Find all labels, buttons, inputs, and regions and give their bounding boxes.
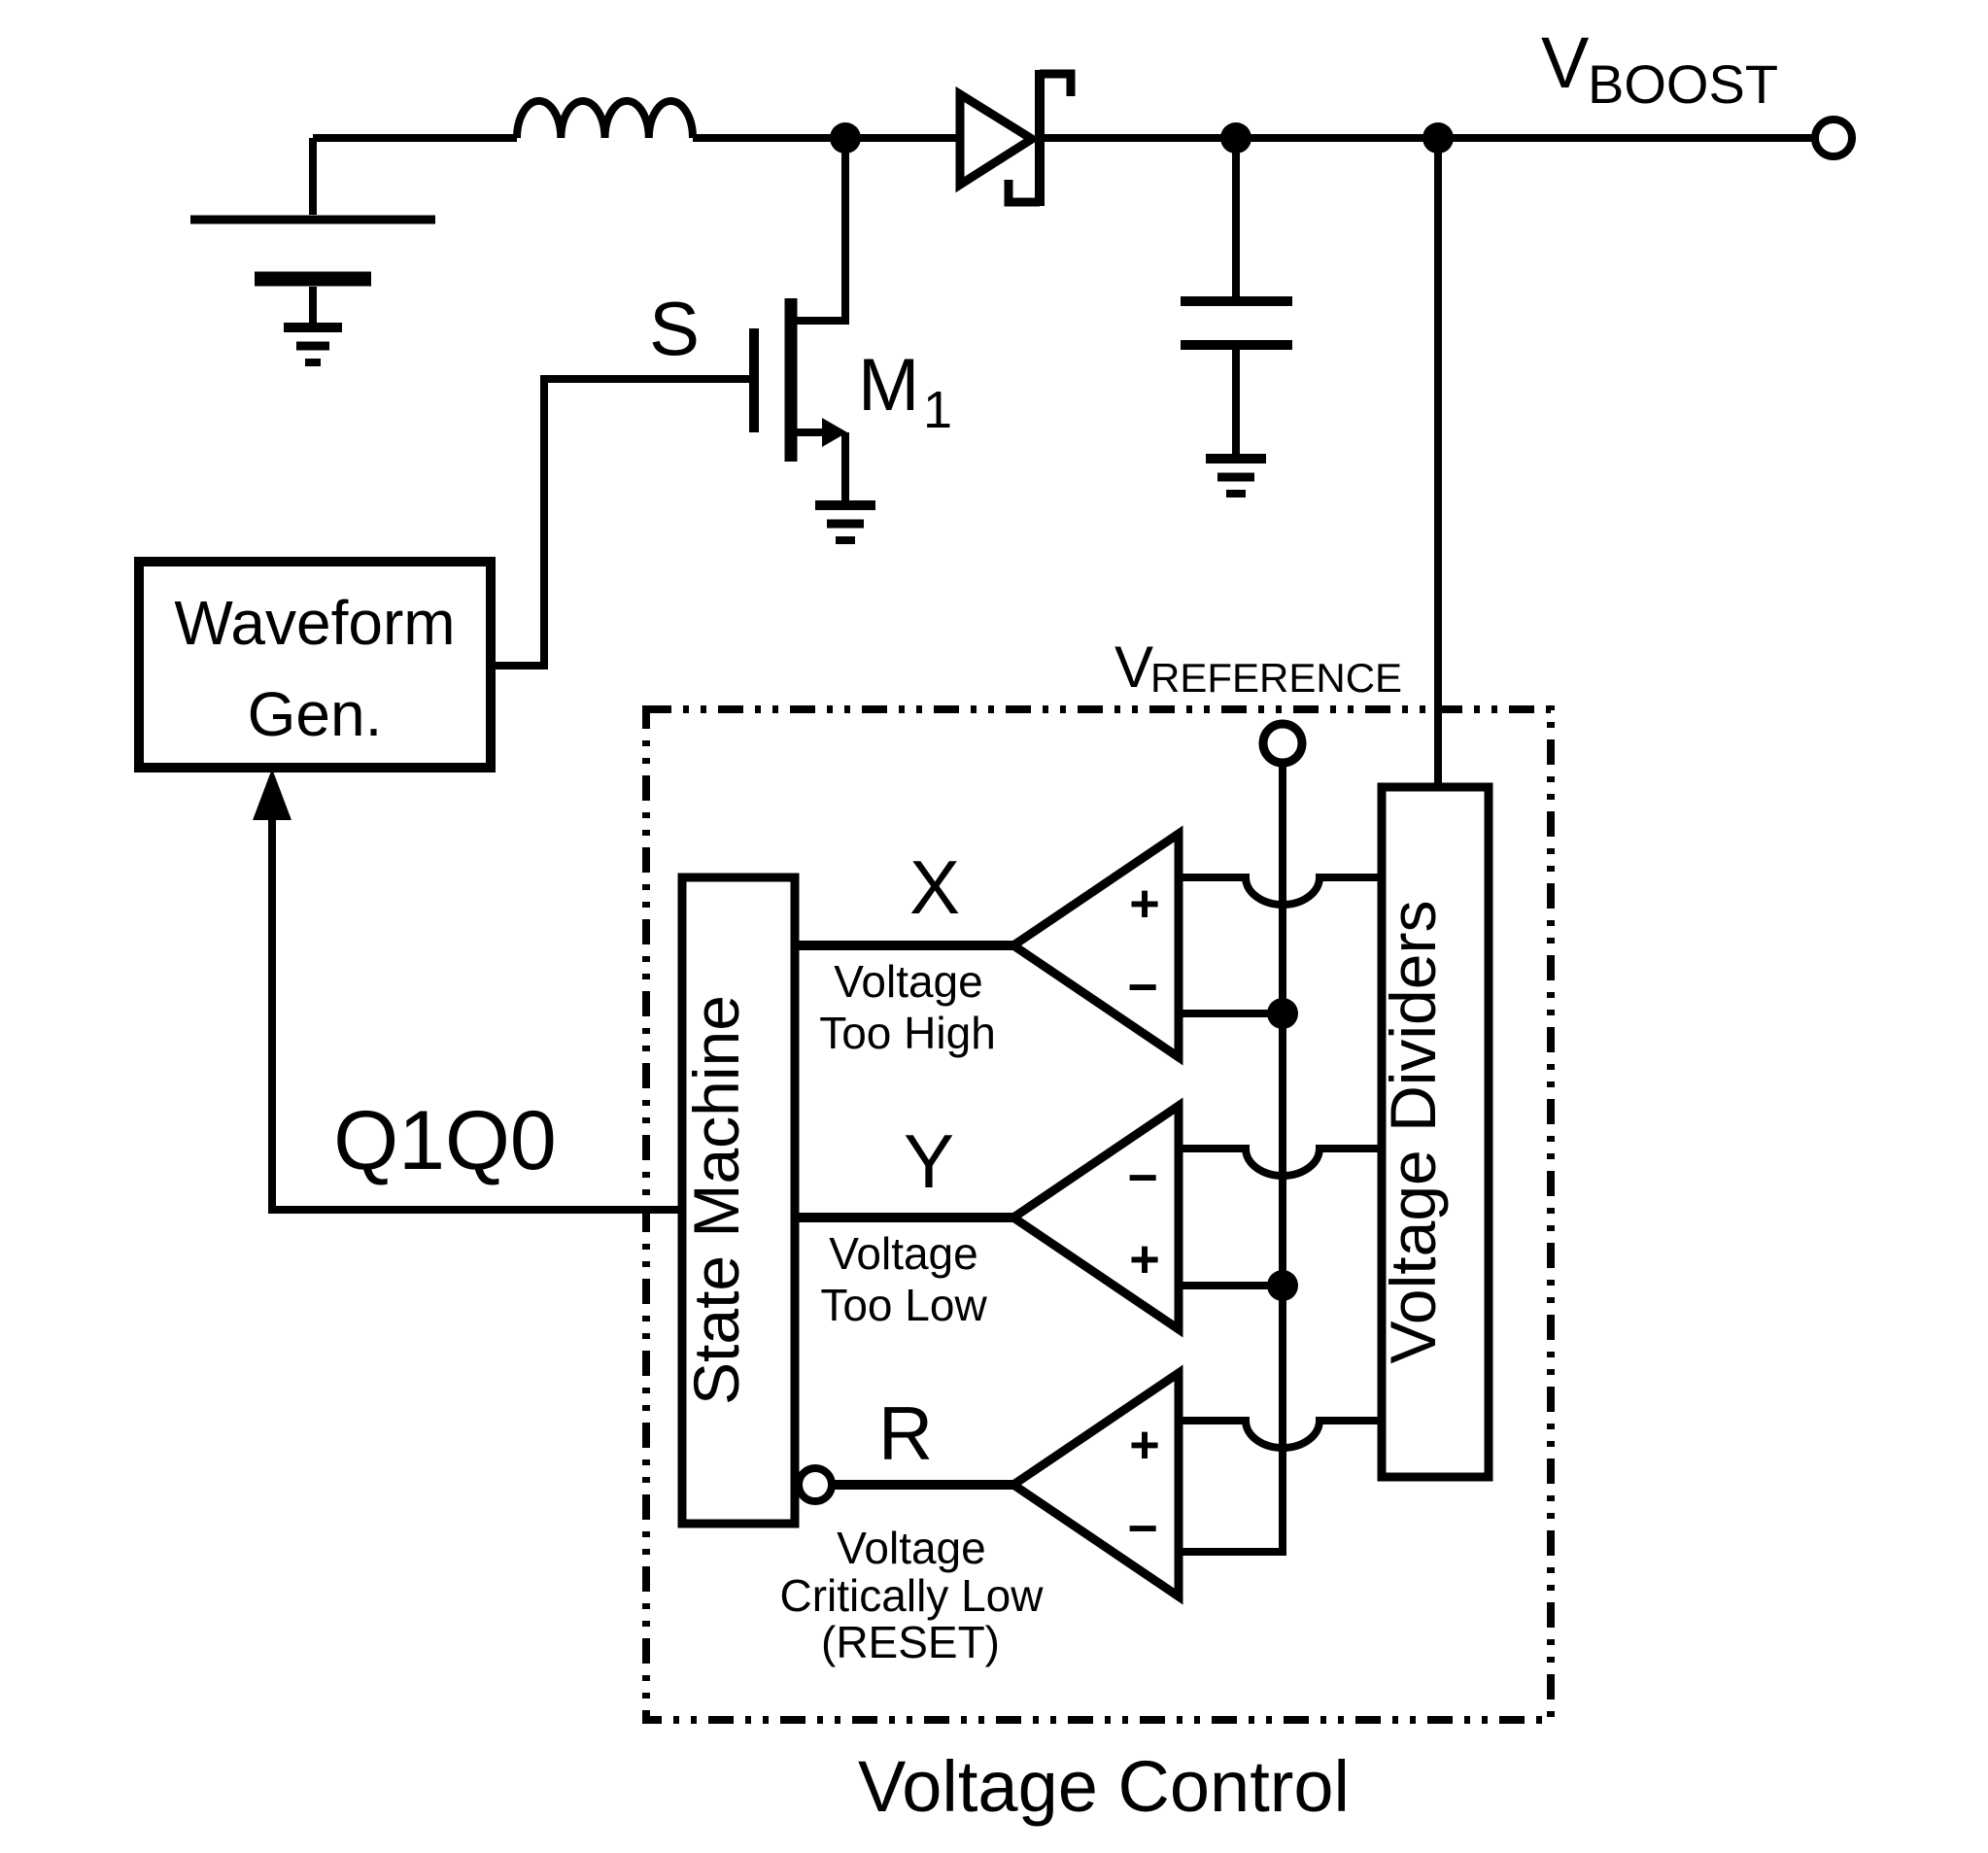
comparator-x-output-label: X xyxy=(909,844,960,930)
comparator-r-triangle-icon xyxy=(1005,1364,1183,1605)
waveform-gen-label-line1: Waveform xyxy=(174,588,455,658)
comparator-r-output-label: R xyxy=(878,1390,933,1476)
ground-icon xyxy=(284,323,342,366)
ground-icon xyxy=(1206,454,1266,498)
comparator-y-output-label: Y xyxy=(904,1118,954,1204)
voltage-control-title: Voltage Control xyxy=(858,1746,1350,1827)
vreference-label-sub: REFERENCE xyxy=(1150,655,1402,701)
y-minus-input-wire xyxy=(1179,1145,1382,1180)
ground-icon xyxy=(815,500,875,544)
mosfet-label-main: M xyxy=(858,344,919,427)
vboost-label-main: V xyxy=(1541,22,1590,103)
voltage-dividers-label: Voltage Dividers xyxy=(1377,901,1449,1364)
comparator-x: + − X Voltage Too High xyxy=(795,825,1382,1066)
waveform-gen-label-line2: Gen. xyxy=(248,679,383,749)
mosfet-label-sub: 1 xyxy=(923,381,952,439)
r-inverter-bubble-icon xyxy=(795,1464,836,1505)
voltage-control-block: Voltage Control xyxy=(642,705,1555,1827)
diode-triangle xyxy=(955,86,1041,193)
vboost-terminal xyxy=(1811,116,1856,160)
comparator-x-desc-line1: Voltage xyxy=(834,956,982,1007)
comparator-y: − + Y Voltage Too Low xyxy=(795,1097,1382,1338)
mosfet-drain-wire xyxy=(791,138,849,325)
comparator-x-plus-sign: + xyxy=(1129,875,1160,933)
battery xyxy=(190,138,435,366)
state-machine-label: State Machine xyxy=(680,995,752,1405)
comparator-r-desc-line1: Voltage xyxy=(837,1523,985,1573)
x-plus-input-wire xyxy=(1179,874,1382,909)
output-capacitor xyxy=(1181,138,1292,498)
comparator-r-minus-sign: − xyxy=(1127,1499,1158,1558)
schottky-diode-icon xyxy=(955,69,1076,207)
inductor-icon xyxy=(513,96,697,139)
waveform-generator: Waveform Gen. xyxy=(134,557,496,772)
state-machine-box xyxy=(677,873,800,1528)
comparator-y-desc-line1: Voltage xyxy=(829,1228,977,1279)
feedback-wire xyxy=(268,816,682,1214)
comparator-r: + − R Voltage Critically Low (RESET) xyxy=(780,1364,1382,1667)
state-machine: State Machine xyxy=(677,873,800,1528)
comparator-r-desc-line3: (RESET) xyxy=(821,1617,1000,1667)
vboost-label-sub: BOOST xyxy=(1588,53,1778,115)
voltage-control-border xyxy=(642,705,1555,1724)
vref-terminal xyxy=(1258,719,1307,768)
top-rail xyxy=(313,96,1856,160)
r-plus-input-wire xyxy=(1179,1417,1382,1452)
junction-dot-x-minus xyxy=(1267,998,1298,1029)
junction-dot-y-plus xyxy=(1267,1270,1298,1301)
voltage-dividers: Voltage Dividers xyxy=(1377,138,1493,1482)
mosfet-gate-wire xyxy=(491,375,754,669)
comparator-r-desc-line2: Critically Low xyxy=(780,1570,1045,1621)
mosfet-source-arrow-icon xyxy=(822,418,847,447)
feedback-arrowhead-icon xyxy=(253,769,291,820)
comparator-x-triangle-icon xyxy=(1005,825,1183,1066)
comparator-y-triangle-icon xyxy=(1005,1097,1183,1338)
waveform-gen-box xyxy=(134,557,496,772)
voltage-dividers-box xyxy=(1377,782,1493,1482)
comparator-y-plus-sign: + xyxy=(1129,1230,1160,1288)
vreference-label-main: V xyxy=(1114,635,1153,700)
gate-signal-label: S xyxy=(649,286,700,371)
comparator-x-minus-sign: − xyxy=(1127,958,1158,1016)
comparator-x-desc-line2: Too High xyxy=(819,1008,996,1058)
feedback-path: Q1Q0 xyxy=(253,769,682,1214)
diode-schottky-hook-top xyxy=(1040,69,1076,96)
comparator-r-plus-sign: + xyxy=(1129,1416,1160,1474)
comparator-y-desc-line2: Too Low xyxy=(820,1280,987,1330)
mosfet-m1 xyxy=(491,138,875,669)
diode-schottky-hook-bottom xyxy=(1004,180,1040,207)
component-labels: V BOOST S M 1 xyxy=(649,22,1778,439)
feedback-bus-label: Q1Q0 xyxy=(333,1094,556,1187)
comparator-y-minus-sign: − xyxy=(1127,1149,1158,1207)
